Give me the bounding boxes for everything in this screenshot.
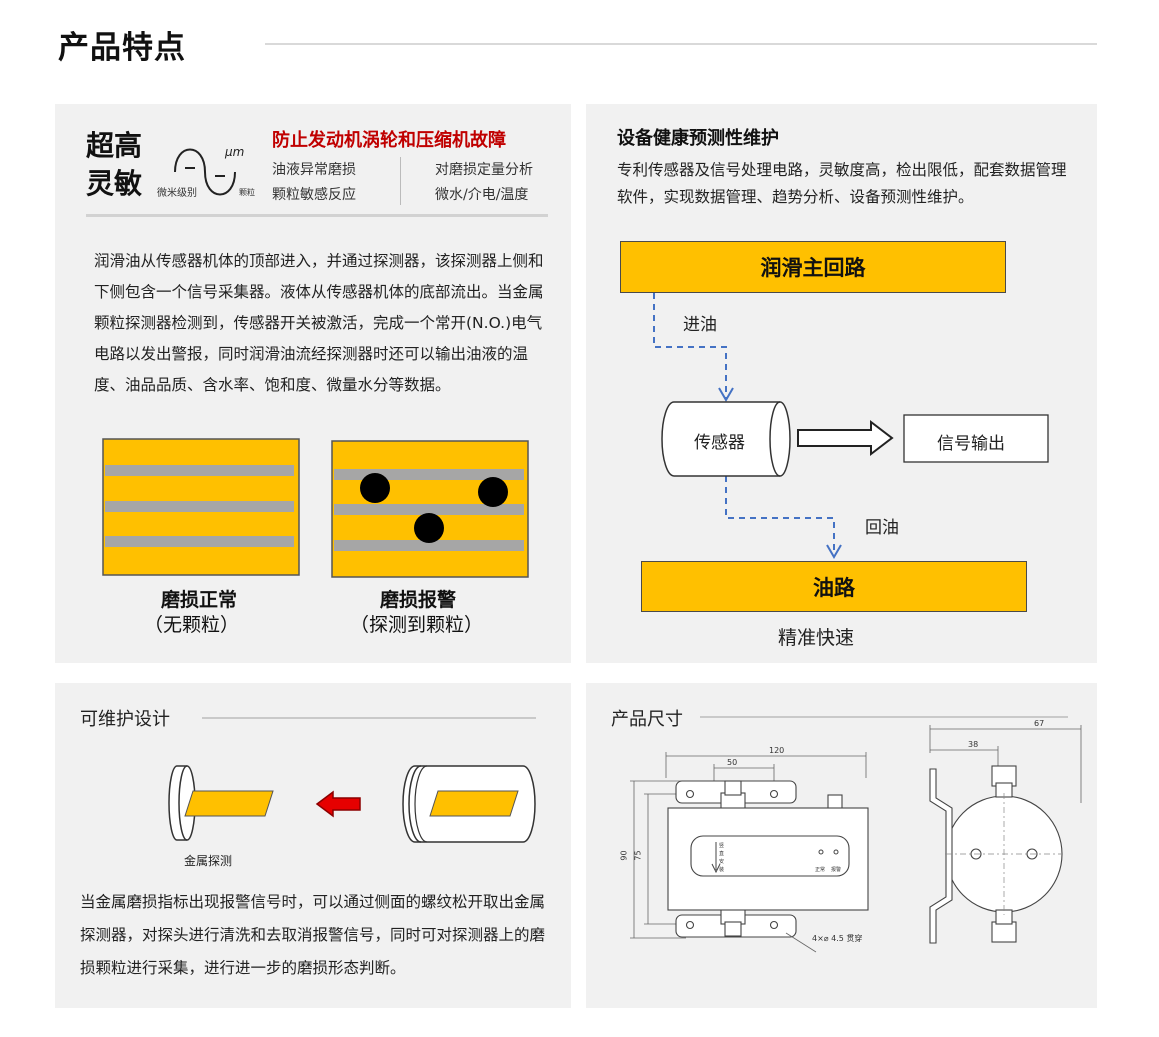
feature-left-1: 油液异常磨损 xyxy=(272,162,356,178)
wear-normal-figure xyxy=(102,438,300,576)
sensitivity-description: 润滑油从传感器机体的顶部进入，并通过探测器，该探测器上侧和下侧包含一个信号采集器… xyxy=(94,252,544,394)
feature-right-1: 对磨损定量分析 xyxy=(435,162,533,178)
maintain-title: 可维护设计 xyxy=(80,709,170,730)
wear-alarm-sub: （探测到颗粒） xyxy=(350,614,484,636)
arrow-down-icon xyxy=(718,387,734,402)
maintain-description: 当金属磨损指标出现报警信号时，可以通过侧面的螺纹松开取出金属探测器，对探头进行清… xyxy=(80,893,546,977)
wear-normal-sub: （无颗粒） xyxy=(144,614,240,636)
arrow-right-icon xyxy=(797,419,894,457)
maintain-title-rule xyxy=(202,717,536,719)
holes-note: 4×⌀ 4.5 贯穿 xyxy=(812,934,863,943)
probe-label: 金属探测 xyxy=(184,854,233,868)
side-view-drawing xyxy=(929,725,1082,944)
sine-wave-icon xyxy=(174,148,236,196)
feature-divider xyxy=(400,157,401,205)
big-label-line1: 超高 xyxy=(86,129,143,162)
alarm-indicator-label: 报警 xyxy=(831,867,842,873)
arrow-down-icon xyxy=(826,544,842,559)
sensor-label: 传感器 xyxy=(694,433,745,453)
feature-left-2: 颗粒敏感反应 xyxy=(272,187,356,203)
probe-removal-figure xyxy=(168,765,536,843)
page-title: 产品特点 xyxy=(58,30,186,66)
panel-text: 竖直安装 xyxy=(719,843,725,873)
big-label-line2: 灵敏 xyxy=(86,167,143,200)
dim-120: 120 xyxy=(769,746,785,755)
health-description: 专利传感器及信号处理电路，灵敏度高，检出限低，配套数据管理软件，实现数据管理、趋… xyxy=(617,161,1067,206)
dimensions-panel: 产品尺寸 120 xyxy=(586,683,1097,1008)
dimensions-title: 产品尺寸 xyxy=(611,709,683,730)
title-divider xyxy=(265,43,1097,45)
particle-dot xyxy=(360,473,390,503)
wear-normal-title: 磨损正常 xyxy=(161,589,238,611)
diagram-caption: 精准快速 xyxy=(778,627,855,649)
dimensions-title-rule xyxy=(700,716,1068,718)
main-loop-box: 润滑主回路 xyxy=(620,241,1006,293)
particle-dot xyxy=(478,477,508,507)
dim-38: 38 xyxy=(968,740,979,749)
dim-67: 67 xyxy=(1034,719,1045,728)
sensor-insert xyxy=(429,790,519,817)
dim-75: 75 xyxy=(633,850,643,861)
signal-output-label: 信号输出 xyxy=(937,434,1005,454)
wear-alarm-title: 磨损报警 xyxy=(380,589,457,611)
normal-indicator-label: 正常 xyxy=(815,867,826,873)
micro-level-label: 微米级别 xyxy=(157,188,197,199)
oil-path-box: 油路 xyxy=(641,561,1027,612)
arrow-left-icon xyxy=(315,790,361,818)
signal-output-box xyxy=(903,414,1049,463)
particle-label: 颗粒 xyxy=(239,188,255,197)
sensitivity-headline: 防止发动机涡轮和压缩机故障 xyxy=(272,130,506,151)
oil-in-label: 进油 xyxy=(683,315,717,335)
health-title: 设备健康预测性维护 xyxy=(617,128,779,149)
dim-50: 50 xyxy=(727,758,738,767)
sensitivity-panel: 超高 灵敏 μm 微米级别 颗粒 防止发动机涡轮和压缩机故障 油液异常磨损 颗粒… xyxy=(55,104,571,663)
oil-return-label: 回油 xyxy=(865,518,899,538)
flow-diagram xyxy=(653,293,1049,559)
micro-unit: μm xyxy=(225,145,245,159)
wear-alarm-figure xyxy=(331,440,529,578)
dim-90: 90 xyxy=(619,850,629,861)
header-underline xyxy=(86,214,548,217)
feature-right-2: 微水/介电/温度 xyxy=(435,187,529,203)
front-view-drawing xyxy=(630,752,869,953)
health-panel: 设备健康预测性维护 专利传感器及信号处理电路，灵敏度高，检出限低，配套数据管理软… xyxy=(586,104,1097,663)
maintain-panel: 可维护设计 金属探测 当金属磨损指标出现报警信号时，可以通过侧面的螺纹松开取出金… xyxy=(55,683,571,1008)
particle-dot xyxy=(414,513,444,543)
probe-insert xyxy=(184,790,274,817)
